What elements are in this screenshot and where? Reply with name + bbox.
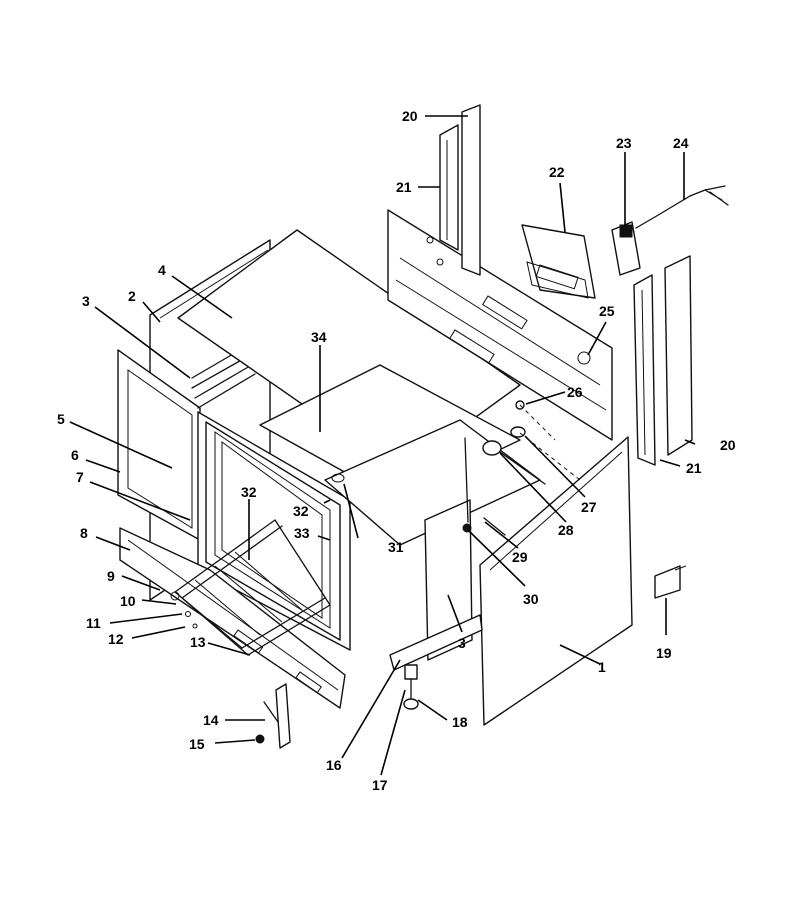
callout-2: 2 [128, 288, 136, 304]
grommet-icon [577, 351, 591, 365]
leader-lines [69, 115, 696, 776]
callout-26: 26 [567, 384, 583, 400]
back-panel [387, 209, 613, 441]
callout-17: 17 [372, 777, 388, 793]
junction-box [611, 221, 641, 276]
broiler-drawer [119, 519, 346, 709]
callout-14: 14 [203, 712, 219, 728]
callout-29: 29 [512, 549, 528, 565]
callout-33: 33 [294, 525, 310, 541]
callout-21b: 21 [686, 460, 702, 476]
callout-15: 15 [189, 736, 205, 752]
callout-5: 5 [57, 411, 65, 427]
callout-11: 11 [86, 615, 101, 631]
callout-30: 30 [523, 591, 539, 607]
valve-assembly [331, 400, 581, 536]
callout-23: 23 [616, 135, 632, 151]
callout-34: 34 [311, 329, 327, 345]
power-cord [635, 185, 729, 229]
leveling-leg [403, 664, 419, 710]
callout-32b: 32 [293, 503, 309, 519]
vent-duct [521, 224, 596, 299]
callout-22: 22 [549, 164, 565, 180]
callout-7: 7 [76, 469, 84, 485]
rack-supports [191, 349, 256, 409]
callout-10: 10 [120, 593, 136, 609]
callout-6: 6 [71, 447, 79, 463]
callout-28: 28 [558, 522, 574, 538]
handle-screw [255, 734, 265, 744]
callout-20a: 20 [402, 108, 418, 124]
right-rear-trim [633, 255, 693, 466]
callout-24: 24 [673, 135, 689, 151]
callout-25: 25 [599, 303, 615, 319]
bottom-rail [389, 614, 483, 671]
callout-19: 19 [656, 645, 672, 661]
inner-right-wall [424, 499, 473, 661]
callout-3b: 3 [458, 635, 466, 651]
callout-31: 31 [388, 539, 404, 555]
rear-trim-top [439, 104, 481, 276]
callout-20b: 20 [720, 437, 736, 453]
callout-12: 12 [108, 631, 124, 647]
callout-32a: 32 [241, 484, 257, 500]
callout-labels: 1 2 3 3 4 5 6 7 8 9 10 11 12 13 14 15 16… [57, 108, 736, 793]
callout-27: 27 [581, 499, 597, 515]
callout-16: 16 [326, 757, 342, 773]
callout-8: 8 [80, 525, 88, 541]
callout-4: 4 [158, 262, 166, 278]
callout-21a: 21 [396, 179, 412, 195]
callout-3a: 3 [82, 293, 90, 309]
callout-18: 18 [452, 714, 468, 730]
mounting-bracket [654, 565, 687, 599]
callout-13: 13 [190, 634, 206, 650]
callout-1: 1 [598, 659, 606, 675]
callout-9: 9 [107, 568, 115, 584]
door-handle [263, 683, 291, 749]
